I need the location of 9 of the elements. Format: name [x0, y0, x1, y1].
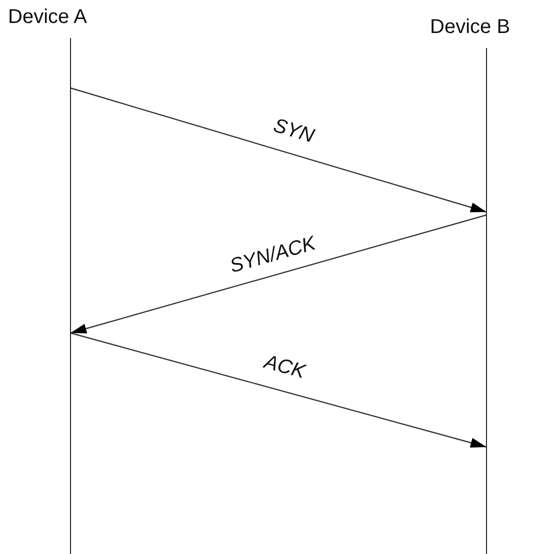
lifeline: [486, 48, 487, 554]
edge-label: ACK: [262, 351, 308, 384]
edge-label: SYN: [270, 114, 316, 148]
message-arrow: [70, 87, 487, 213]
lifeline: [70, 38, 71, 554]
message-arrow: [70, 214, 487, 334]
lifeline-heading: Device B: [430, 16, 510, 39]
lifeline-heading: Device A: [8, 6, 87, 29]
message-arrow: [70, 332, 487, 448]
